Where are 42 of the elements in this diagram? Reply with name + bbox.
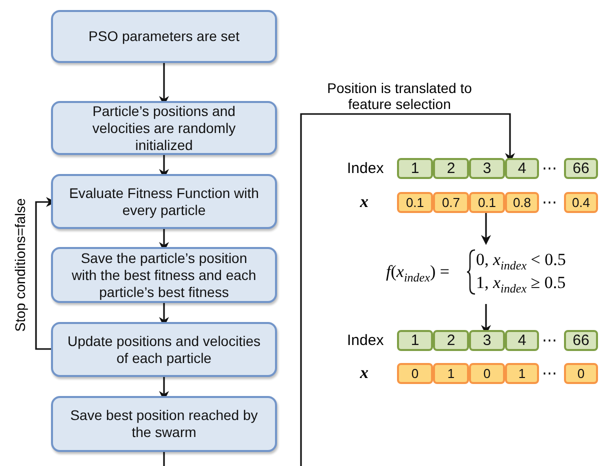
row-label: Index bbox=[347, 159, 384, 179]
edge-label: Position is translated to feature selection bbox=[326, 80, 473, 112]
index-cell: 3 bbox=[469, 330, 505, 351]
process-box: Save the particle’s position with the best fitness and each particle’s best fitness bbox=[51, 247, 277, 303]
index-cell: 3 bbox=[469, 158, 505, 179]
ellipsis-label: ⋯ bbox=[542, 364, 557, 384]
variable-label: x bbox=[360, 191, 368, 212]
value-cell: 1 bbox=[433, 363, 469, 384]
index-cell: 66 bbox=[564, 330, 598, 351]
value-cell: 0.4 bbox=[564, 192, 598, 213]
edge-label: Stop conditions=false bbox=[12, 198, 28, 332]
process-box: Particle’s positions and velocities are randomly initialized bbox=[51, 101, 277, 155]
process-box: PSO parameters are set bbox=[51, 10, 277, 63]
value-cell: 0 bbox=[469, 363, 505, 384]
process-box: Save best position reached by the swarm bbox=[51, 396, 277, 452]
value-cell: 0 bbox=[564, 363, 598, 384]
value-cell: 0.1 bbox=[397, 192, 433, 213]
process-box: Update positions and velocities of each particle bbox=[51, 322, 277, 377]
index-cell: 4 bbox=[505, 158, 539, 179]
ellipsis-label: ⋯ bbox=[542, 331, 557, 351]
process-box: Evaluate Fitness Function with every particle bbox=[51, 174, 277, 229]
ellipsis-label: ⋯ bbox=[542, 193, 557, 213]
value-cell: 1 bbox=[505, 363, 539, 384]
index-cell: 1 bbox=[397, 330, 433, 351]
value-cell: 0.1 bbox=[469, 192, 505, 213]
math-text: 0, x$_{index}$ < 0.5 bbox=[476, 250, 566, 274]
index-cell: 4 bbox=[505, 330, 539, 351]
connector-line bbox=[163, 452, 165, 466]
index-cell: 1 bbox=[397, 158, 433, 179]
math-text: 1, x$_{index}$ ≥ 0.5 bbox=[476, 273, 566, 298]
ellipsis-label: ⋯ bbox=[542, 159, 557, 179]
value-cell: 0.8 bbox=[505, 192, 539, 213]
arrow bbox=[300, 113, 515, 466]
value-cell: 0 bbox=[397, 363, 433, 384]
value-cell: 0.7 bbox=[433, 192, 469, 213]
index-cell: 66 bbox=[564, 158, 598, 179]
index-cell: 2 bbox=[433, 158, 469, 179]
arrow bbox=[481, 213, 491, 245]
math-text: f(x$_{index}$) = bbox=[386, 262, 450, 286]
variable-label: x bbox=[360, 362, 368, 383]
row-label: Index bbox=[347, 331, 384, 351]
index-cell: 2 bbox=[433, 330, 469, 351]
